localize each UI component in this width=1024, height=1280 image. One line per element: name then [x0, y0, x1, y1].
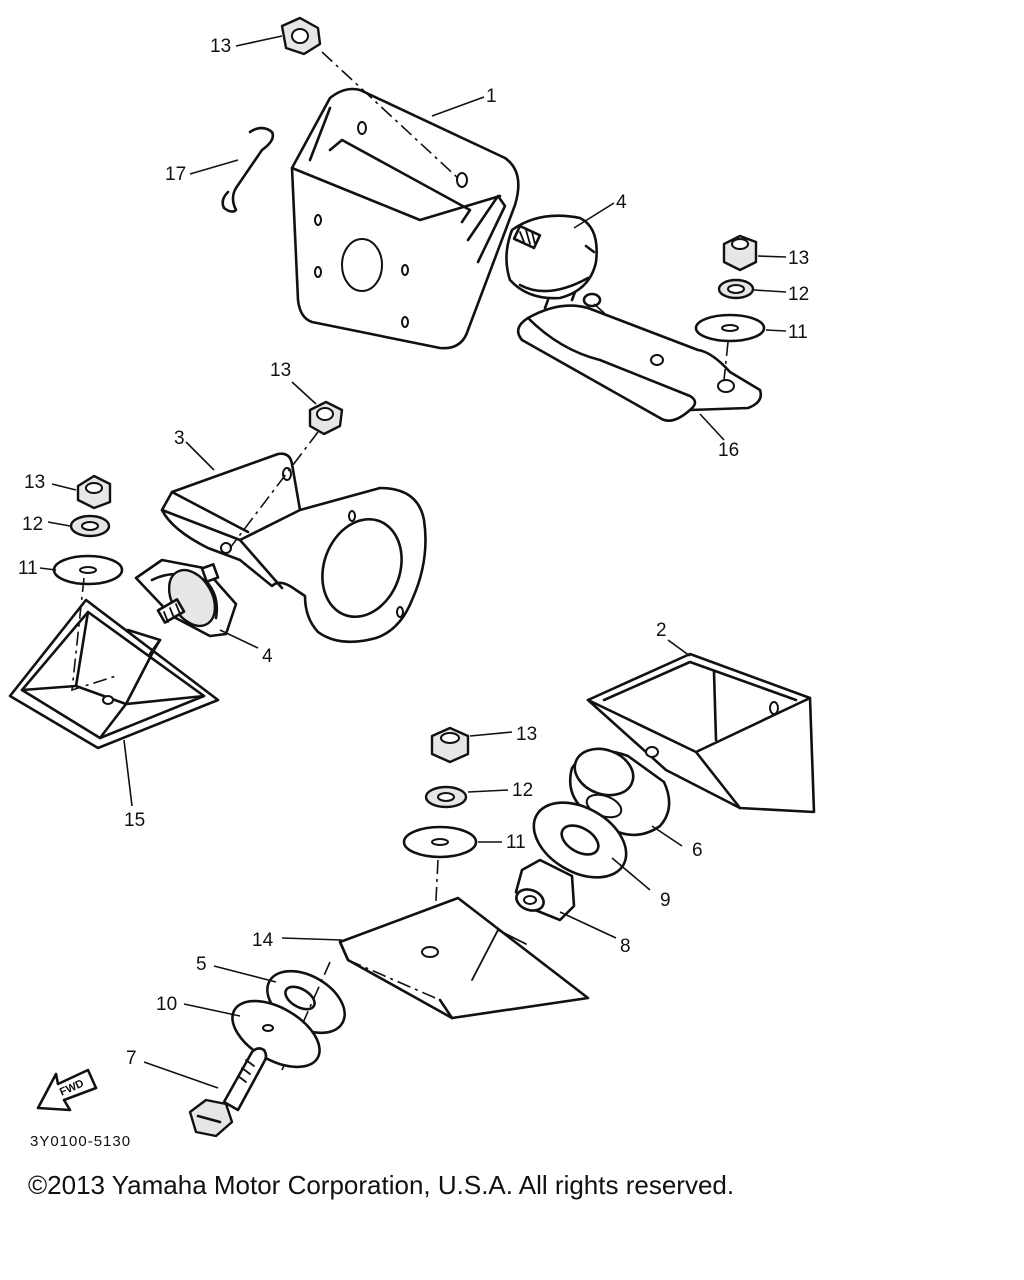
- callout-12: 12: [788, 284, 809, 305]
- callout-10: 10: [156, 994, 177, 1015]
- callout-1: 1: [486, 86, 497, 107]
- callout-6: 6: [692, 840, 703, 861]
- fwd-arrow-icon: FWD: [36, 1068, 98, 1112]
- part-13-nut-center: [430, 726, 470, 764]
- part-4-mount-mid: [134, 558, 238, 638]
- callout-11: 11: [18, 558, 38, 579]
- part-13-nut-top: [280, 16, 322, 56]
- callout-5: 5: [196, 954, 207, 975]
- part-13-nut-left: [76, 474, 112, 510]
- callout-15: 15: [124, 810, 145, 831]
- part-7-bolt: [188, 1047, 268, 1138]
- callout-2: 2: [656, 620, 667, 641]
- callout-7: 7: [126, 1048, 137, 1069]
- part-12-lockwasher-center: [424, 785, 468, 809]
- callout-numbers: 13 1 17 4 13 12 11 16 13 3 13 12 11 4 15…: [18, 36, 809, 1069]
- callout-12: 12: [22, 514, 43, 535]
- callout-13: 13: [788, 248, 809, 269]
- part-11-washer-left: [52, 554, 124, 586]
- part-12-lockwasher-right-top: [717, 278, 755, 300]
- callout-16: 16: [718, 440, 739, 461]
- part-9-washer: [532, 801, 628, 879]
- callout-11: 11: [788, 322, 808, 343]
- copyright-notice: ©2013 Yamaha Motor Corporation, U.S.A. A…: [28, 1170, 735, 1200]
- callout-8: 8: [620, 936, 631, 957]
- part-11-washer-right-top: [694, 313, 766, 343]
- callout-3: 3: [174, 428, 185, 449]
- callout-11: 11: [506, 832, 526, 853]
- part-12-lockwasher-left: [69, 514, 111, 538]
- part-14-plate: [338, 896, 590, 1020]
- drawing-code: 3Y0100-5130: [30, 1133, 131, 1150]
- callout-9: 9: [660, 890, 671, 911]
- callout-13: 13: [270, 360, 291, 381]
- callout-17: 17: [165, 164, 186, 185]
- part-16-plate: [516, 304, 763, 422]
- callout-13: 13: [24, 472, 45, 493]
- callout-4: 4: [262, 646, 273, 667]
- part-13-nut-mid: [308, 400, 344, 436]
- part-1-bracket: [290, 87, 520, 350]
- callout-14: 14: [252, 930, 274, 951]
- callout-13: 13: [210, 36, 231, 57]
- part-17-clip: [221, 126, 275, 213]
- part-11-washer-center: [402, 825, 478, 859]
- leader-lines: [39, 35, 787, 1089]
- callout-12: 12: [512, 780, 533, 801]
- callout-13: 13: [516, 724, 537, 745]
- part-2-bracket: [586, 652, 816, 814]
- part-3-bracket: [160, 452, 427, 644]
- part-13-nut-right-top: [722, 234, 758, 272]
- part-4-mount-top: [505, 214, 602, 310]
- callout-4: 4: [616, 192, 627, 213]
- part-8-collar: [514, 858, 576, 922]
- part-15-bracket: [8, 577, 220, 750]
